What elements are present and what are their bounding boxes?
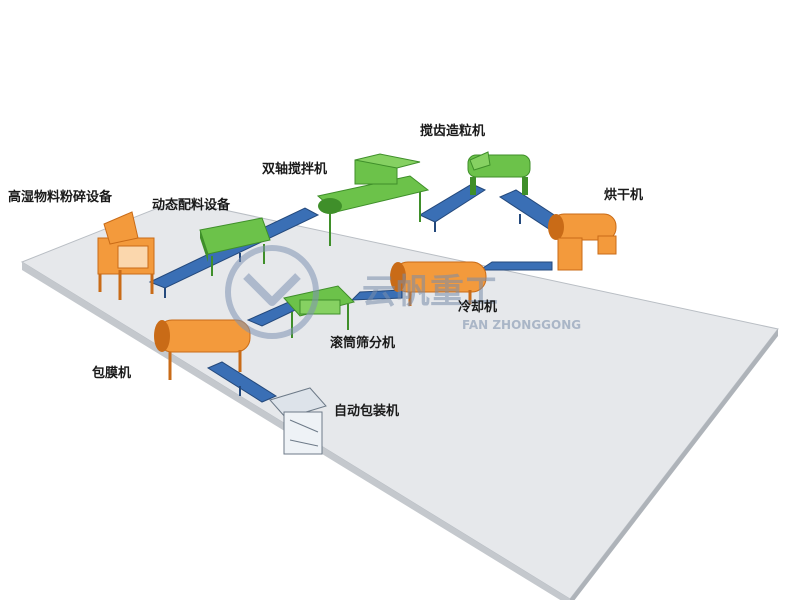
mixer-machine bbox=[316, 153, 430, 246]
watermark-en: FAN ZHONGGONG bbox=[462, 318, 582, 332]
label-coating: 包膜机 bbox=[92, 366, 132, 381]
watermark-cn: 云帆重工 bbox=[362, 272, 498, 312]
label-cooler: 冷却机 bbox=[458, 300, 498, 315]
label-granulator: 搅齿造粒机 bbox=[420, 124, 486, 139]
crusher-machine bbox=[97, 211, 155, 300]
granulator-machine bbox=[467, 151, 531, 195]
dryer-machine bbox=[548, 213, 617, 271]
label-screener: 滚筒筛分机 bbox=[330, 336, 396, 351]
label-batching: 动态配料设备 bbox=[152, 198, 231, 213]
coating-machine bbox=[154, 319, 251, 380]
cooler-machine bbox=[390, 261, 487, 306]
packing-machine bbox=[269, 387, 327, 455]
label-dryer: 烘干机 bbox=[604, 188, 644, 203]
watermark-logo bbox=[225, 245, 319, 339]
label-packing: 自动包装机 bbox=[334, 404, 400, 419]
batching-machine bbox=[199, 217, 271, 276]
label-mixer: 双轴搅拌机 bbox=[262, 162, 328, 177]
label-crusher: 高湿物料粉碎设备 bbox=[8, 190, 113, 205]
